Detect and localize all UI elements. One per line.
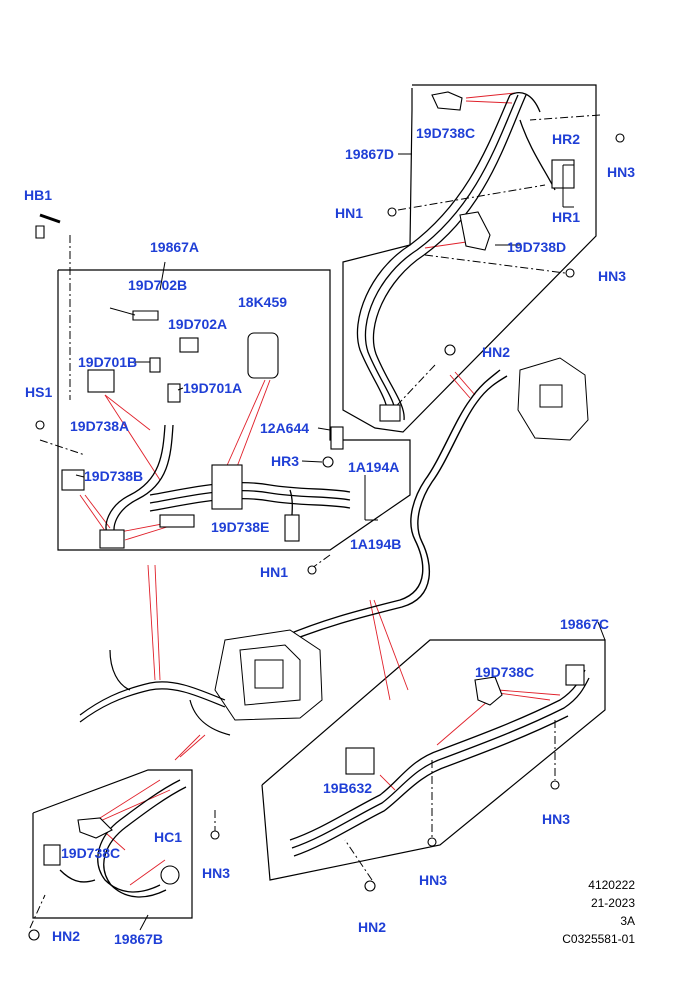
label-19D738C-left: 19D738C [61, 845, 121, 861]
label-12A644: 12A644 [260, 420, 310, 436]
panel-label-19867A: 19867A [150, 239, 200, 255]
label-hs1: HS1 [25, 384, 53, 400]
panel-19867A-frame [57, 269, 411, 551]
pipe-19867A [105, 424, 351, 543]
label-hn1-mid: HN1 [260, 564, 289, 580]
label-19D701B: 19D701B [78, 354, 138, 370]
label-19D738A: 19D738A [70, 418, 130, 434]
label-hc1: HC1 [154, 829, 183, 845]
pipe-main-run [274, 369, 508, 648]
label-hn3-left: HN3 [202, 865, 231, 881]
pipe-19867C [289, 669, 590, 857]
panel-label-19867D: 19867D [345, 146, 395, 162]
label-hn3-center: HN3 [419, 872, 448, 888]
label-19D701A: 19D701A [183, 380, 243, 396]
fasteners [28, 133, 625, 941]
label-hr2: HR2 [552, 131, 581, 147]
pipe-19867B [59, 779, 187, 898]
label-hn3-right: HN3 [542, 811, 571, 827]
panel-19867C-frame [261, 639, 606, 881]
label-hn2-mid: HN2 [482, 344, 511, 360]
label-1A194A: 1A194A [348, 459, 400, 475]
footer-ref-3: 3A [620, 914, 635, 928]
label-hn3-mid: HN3 [598, 268, 627, 284]
harness-left [79, 649, 231, 736]
label-hn3-top: HN3 [607, 164, 636, 180]
label-19D738C-top: 19D738C [416, 125, 476, 141]
label-19D738B: 19D738B [84, 468, 144, 484]
panel-19867D-frame [342, 84, 597, 433]
label-19D738C-right: 19D738C [475, 664, 535, 680]
label-19D738E: 19D738E [211, 519, 270, 535]
footer-ref-4: C0325581-01 [562, 932, 635, 946]
label-18K459: 18K459 [238, 294, 288, 310]
footer-ref-1: 4120222 [588, 878, 635, 892]
label-hn2-left: HN2 [52, 928, 81, 944]
label-19D702A: 19D702A [168, 316, 228, 332]
panel-label-19867B: 19867B [114, 931, 164, 947]
label-1A194B: 1A194B [350, 536, 402, 552]
label-hn2-bottom: HN2 [358, 919, 387, 935]
label-hb1: HB1 [24, 187, 53, 203]
label-hn1-top: HN1 [335, 205, 364, 221]
pipe-19867D [356, 92, 556, 421]
hvac-unit-center [214, 629, 323, 721]
footer-ref-2: 21-2023 [590, 896, 635, 910]
label-hr3: HR3 [271, 453, 300, 469]
label-19D702B: 19D702B [128, 277, 188, 293]
panel-label-19867C: 19867C [560, 616, 610, 632]
label-hr1: HR1 [552, 209, 581, 225]
label-19B632: 19B632 [323, 780, 373, 796]
label-19D738D: 19D738D [507, 239, 567, 255]
hvac-unit-rear [517, 357, 589, 441]
panel-19867B-frame [32, 769, 193, 919]
